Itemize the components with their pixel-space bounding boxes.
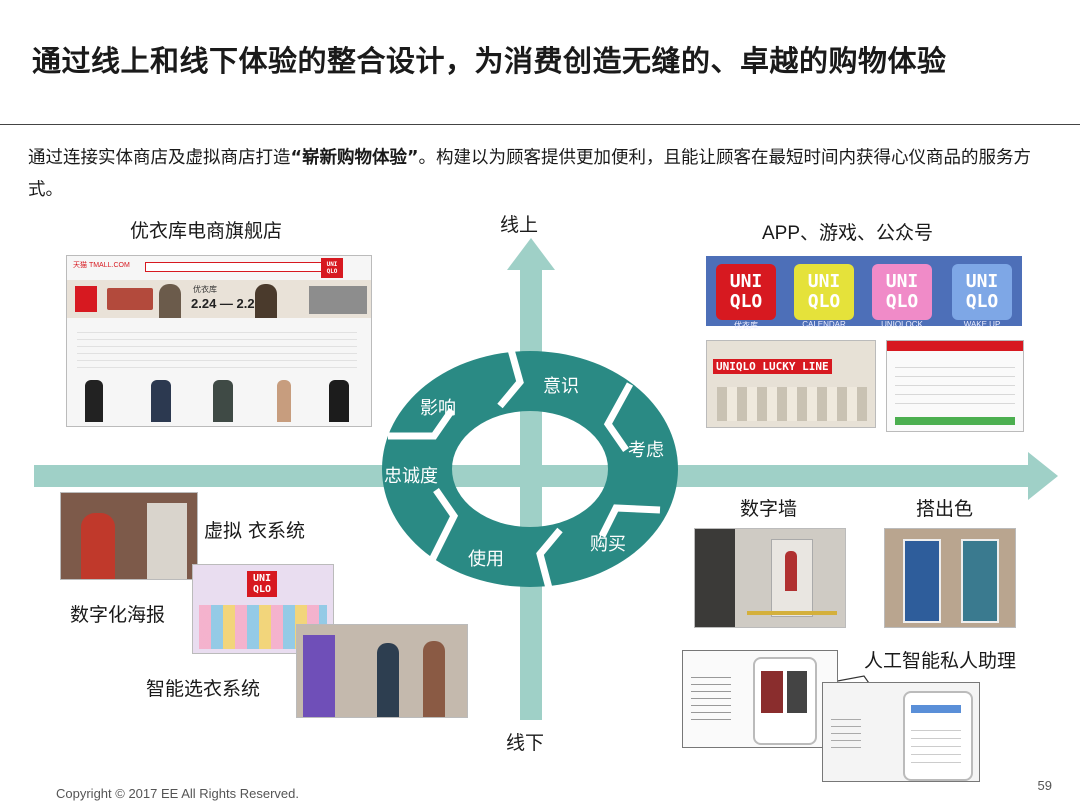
- product-thumb: [85, 380, 103, 422]
- cycle-stage-awareness: 意识: [543, 372, 579, 398]
- product-thumb: [151, 380, 171, 422]
- up-arrowhead: [507, 238, 555, 270]
- ai-assistant-screenshot-2: [822, 682, 980, 782]
- axis-label-offline: 线下: [506, 728, 544, 755]
- product-thumb: [277, 380, 291, 422]
- cycle-stage-influence: 影响: [420, 394, 456, 420]
- right-arrowhead: [1028, 452, 1058, 500]
- label-virtual-fitting: 虚拟 衣系统: [204, 516, 305, 543]
- label-ai-assistant: 人工智能私人助理: [864, 646, 1016, 673]
- cycle-stage-consideration: 考虑: [628, 436, 664, 462]
- tmall-banner: 优衣库 2.24 — 2.26: [67, 280, 371, 318]
- cycle-stage-purchase: 购买: [590, 530, 626, 556]
- lucky-line-game-screenshot: UNIQLO LUCKY LINE: [706, 340, 876, 428]
- lucky-line-title: UNIQLO LUCKY LINE: [713, 359, 832, 374]
- label-digital-wall: 数字墙: [740, 494, 797, 521]
- label-style-match: 搭出色: [916, 494, 973, 521]
- style-match-photo: [884, 528, 1016, 628]
- digital-wall-photo: [694, 528, 846, 628]
- virtual-fitting-photo: [60, 492, 198, 580]
- wechat-account-screenshot: [886, 340, 1024, 432]
- page-number: 59: [1038, 778, 1052, 793]
- product-thumb: [213, 380, 233, 422]
- cycle-stage-loyalty: 忠诚度: [384, 462, 438, 488]
- label-smart-selector: 智能选衣系统: [146, 674, 260, 701]
- tmall-category-list: [77, 326, 357, 372]
- smart-selector-photo: [296, 624, 468, 718]
- label-tmall-store: 优衣库电商旗舰店: [130, 216, 282, 243]
- cycle-stage-use: 使用: [468, 545, 504, 571]
- label-digital-poster: 数字化海报: [70, 600, 165, 627]
- ai-assistant-screenshot-1: [682, 650, 838, 748]
- tmall-logo: 天猫 TMALL.COM: [73, 260, 130, 270]
- product-thumb: [329, 380, 349, 422]
- tmall-search-bar: [145, 262, 337, 272]
- axis-label-online: 线上: [500, 210, 538, 237]
- copyright-footer: Copyright © 2017 EE All Rights Reserved.: [56, 786, 299, 801]
- label-apps: APP、游戏、公众号: [762, 218, 933, 245]
